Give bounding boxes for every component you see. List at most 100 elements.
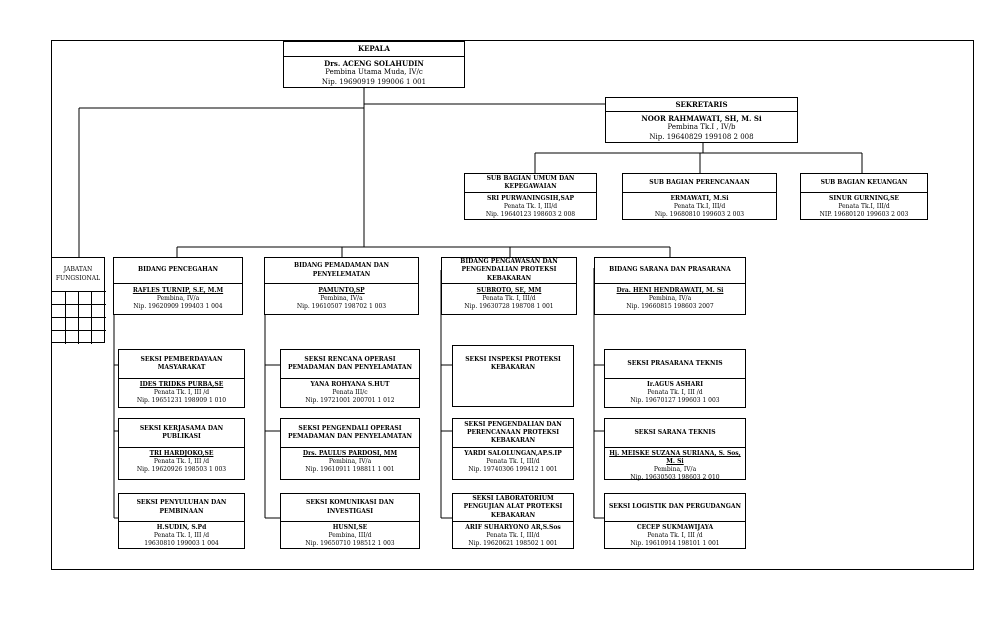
- kepala-box: KEPALA Drs. ACENG SOLAHUDIN Pembina Utam…: [283, 41, 465, 88]
- seksi-rank: Penata Tk. I, III /d: [153, 389, 210, 397]
- subbagian-nip: Nip. 19640123 198603 2 008: [485, 211, 576, 219]
- subbagian-name: SINUR GURNING,SE: [829, 195, 899, 202]
- bidang-title: BIDANG PEMADAMAN DAN PENYELEMATAN: [265, 258, 418, 284]
- seksi-name: YANA ROHYANA S.HUT: [310, 381, 390, 388]
- subbagian-rank: Penata Tk.I, III/d: [673, 203, 726, 211]
- bidang-nip: Nip. 19610507 198702 1 003: [296, 303, 387, 311]
- sekretaris-box: SEKRETARIS NOOR RAHMAWATI, SH, M. Si Pem…: [605, 97, 798, 143]
- seksi-rank: Penata Tk. I, III /d: [647, 389, 703, 397]
- bidang-box: BIDANG PENGAWASAN DAN PENGENDALIAN PROTE…: [441, 257, 577, 315]
- seksi-title: SEKSI SARANA TEKNIS: [605, 419, 745, 448]
- seksi-nip: Nip. 19610914 198101 1 001: [630, 540, 720, 548]
- seksi-rank: Pembina, IV/a: [328, 458, 372, 466]
- seksi-name: Drs. PAULUS PARDOSI, MM: [302, 450, 398, 457]
- subbagian-nip: NIP. 19680120 199603 2 003: [819, 211, 909, 219]
- jabatan-grid: [52, 291, 106, 344]
- seksi-nip: Nip. 19620926 198503 1 003: [136, 466, 227, 474]
- seksi-box: SEKSI KOMUNIKASI DAN INVESTIGASI HUSNI,S…: [280, 493, 420, 549]
- bidang-nip: Nip. 19660815 198603 2007: [626, 303, 714, 311]
- subbagian-box: SUB BAGIAN PERENCANAAN ERMAWATI, M.Si Pe…: [622, 173, 777, 220]
- bidang-name: PAMUNTO,SP: [318, 287, 365, 294]
- seksi-box: SEKSI PRASARANA TEKNIS Ir.AGUS ASHARI Pe…: [604, 349, 746, 408]
- bidang-nip: Nip. 19630728 198708 1 001: [464, 303, 554, 311]
- seksi-name: YARDI SALOLUNGAN,AP.S.IP: [464, 450, 562, 457]
- seksi-nip: Nip. 19670127 199603 1 003: [630, 397, 720, 405]
- subbagian-box: SUB BAGIAN KEUANGAN SINUR GURNING,SE Pen…: [800, 173, 928, 220]
- seksi-title: SEKSI KOMUNIKASI DAN INVESTIGASI: [281, 494, 419, 522]
- seksi-name: IDES TRIDKS PURBA,SE: [139, 381, 224, 388]
- bidang-box: BIDANG SARANA DAN PRASARANA Dra. HENI HE…: [594, 257, 746, 315]
- subbagian-name: ERMAWATI, M.Si: [670, 195, 729, 202]
- seksi-box: SEKSI PENGENDALI OPERASI PEMADAMAN DAN P…: [280, 418, 420, 480]
- seksi-box: SEKSI LABORATORIUM PENGUJIAN ALAT PROTEK…: [452, 493, 574, 549]
- kepala-title: KEPALA: [284, 42, 464, 57]
- seksi-rank: Penata Tk. I, III /d: [647, 532, 703, 540]
- seksi-name: Ir.AGUS ASHARI: [646, 381, 704, 388]
- bidang-title: BIDANG PENCEGAHAN: [114, 258, 242, 284]
- sekretaris-title: SEKRETARIS: [606, 98, 797, 112]
- subbagian-box: SUB BAGIAN UMUM DAN KEPEGAWAIAN SRI PURW…: [464, 173, 597, 220]
- seksi-name: CECEP SUKMAWIJAYA: [636, 524, 714, 531]
- seksi-rank: Pembina, IV/a: [653, 466, 697, 474]
- seksi-title: SEKSI PENGENDALIAN DAN PERENCANAAN PROTE…: [453, 419, 573, 448]
- seksi-box: SEKSI INSPEKSI PROTEKSI KEBAKARAN: [452, 345, 574, 407]
- bidang-rank: Pembina, IV/a: [156, 295, 200, 303]
- bidang-nip: Nip. 19620909 199403 1 004: [133, 303, 223, 311]
- seksi-rank: Penata Tk. I, III /d: [153, 458, 210, 466]
- bidang-box: BIDANG PENCEGAHAN RAFLES TURNIP, S.E, M.…: [113, 257, 243, 315]
- seksi-nip: Nip. 19721001 200701 1 012: [305, 397, 395, 405]
- seksi-name: HUSNI,SE: [332, 524, 368, 531]
- seksi-title: SEKSI LOGISTIK DAN PERGUDANGAN: [605, 494, 745, 522]
- seksi-box: SEKSI SARANA TEKNIS Hj. MEISKE SUZANA SU…: [604, 418, 746, 482]
- subbagian-title: SUB BAGIAN PERENCANAAN: [623, 174, 776, 193]
- seksi-box: SEKSI LOGISTIK DAN PERGUDANGAN CECEP SUK…: [604, 493, 746, 549]
- sekretaris-name: NOOR RAHMAWATI, SH, M. Si: [641, 114, 762, 123]
- sekretaris-nip: Nip. 19640829 199108 2 008: [649, 132, 754, 141]
- seksi-title: SEKSI PENYULUHAN DAN PEMBINAAN: [119, 494, 244, 522]
- seksi-nip: Nip. 19650710 198512 1 003: [305, 540, 395, 548]
- seksi-title: SEKSI INSPEKSI PROTEKSI KEBAKARAN: [465, 355, 561, 371]
- bidang-rank: Penata Tk. I, III/d: [482, 295, 536, 303]
- seksi-rank: Penata III/c: [332, 389, 368, 397]
- seksi-box: SEKSI PENYULUHAN DAN PEMBINAAN H.SUDIN, …: [118, 493, 245, 549]
- bidang-box: BIDANG PEMADAMAN DAN PENYELEMATAN PAMUNT…: [264, 257, 419, 315]
- seksi-title: SEKSI PEMBERDAYAAN MASYARAKAT: [119, 350, 244, 379]
- kepala-nip: Nip. 19690919 199006 1 001: [321, 77, 427, 86]
- bidang-name: Dra. HENI HENDRAWATI, M. Si: [616, 287, 724, 294]
- kepala-name: Drs. ACENG SOLAHUDIN: [324, 59, 424, 68]
- seksi-title: SEKSI RENCANA OPERASI PEMADAMAN DAN PENY…: [281, 350, 419, 379]
- seksi-title: SEKSI PRASARANA TEKNIS: [605, 350, 745, 379]
- seksi-title: SEKSI KERJASAMA DAN PUBLIKASI: [119, 419, 244, 448]
- seksi-nip: Nip. 19630503 198603 2 010: [630, 474, 720, 482]
- subbagian-title: SUB BAGIAN KEUANGAN: [801, 174, 927, 193]
- kepala-rank: Pembina Utama Muda, IV/c: [325, 68, 423, 77]
- bidang-title: BIDANG PENGAWASAN DAN PENGENDALIAN PROTE…: [442, 258, 576, 284]
- seksi-box: SEKSI RENCANA OPERASI PEMADAMAN DAN PENY…: [280, 349, 420, 408]
- seksi-title: SEKSI PENGENDALI OPERASI PEMADAMAN DAN P…: [281, 419, 419, 448]
- seksi-rank: Penata Tk. I, III/d: [486, 532, 540, 540]
- seksi-nip: Nip. 19740306 199412 1 001: [468, 466, 558, 474]
- seksi-name: ARIF SUHARYONO AR,S.Sos: [465, 524, 561, 531]
- sekretaris-rank: Pembina Tk.I , IV/b: [667, 123, 736, 132]
- seksi-name: H.SUDIN, S.Pd: [156, 524, 207, 531]
- subbagian-nip: Nip. 19680810 199603 2 003: [654, 211, 745, 219]
- seksi-box: SEKSI PENGENDALIAN DAN PERENCANAAN PROTE…: [452, 418, 574, 480]
- seksi-name: TRI HARDJOKO,SE: [149, 450, 214, 457]
- bidang-rank: Pembina, IV/a: [320, 295, 363, 303]
- subbagian-rank: Penata Tk.I, III/d: [838, 203, 890, 211]
- bidang-name: SUBROTO, SE, MM: [476, 287, 542, 294]
- bidang-rank: Pembina, IV/a: [648, 295, 692, 303]
- seksi-box: SEKSI KERJASAMA DAN PUBLIKASI TRI HARDJO…: [118, 418, 245, 480]
- seksi-nip: Nip. 19620621 198502 1 001: [468, 540, 558, 548]
- seksi-nip: 19630810 199003 1 004: [144, 540, 219, 548]
- seksi-nip: Nip. 19651231 198909 1 010: [136, 397, 227, 405]
- jabatan-fungsional-label: JABATAN FUNGSIONAL: [55, 266, 101, 282]
- seksi-box: SEKSI PEMBERDAYAAN MASYARAKAT IDES TRIDK…: [118, 349, 245, 408]
- bidang-name: RAFLES TURNIP, S.E, M.M: [132, 287, 224, 294]
- seksi-nip: Nip. 19610911 198811 1 001: [305, 466, 395, 474]
- subbagian-rank: Penata Tk. I, III/d: [503, 203, 558, 211]
- seksi-rank: Penata Tk. I, III /d: [153, 532, 210, 540]
- seksi-name: Hj. MEISKE SUZANA SURIANA, S. Sos, M. Si: [609, 450, 741, 466]
- subbagian-name: SRI PURWANINGSIH,SAP: [486, 195, 575, 202]
- subbagian-title: SUB BAGIAN UMUM DAN KEPEGAWAIAN: [465, 174, 596, 193]
